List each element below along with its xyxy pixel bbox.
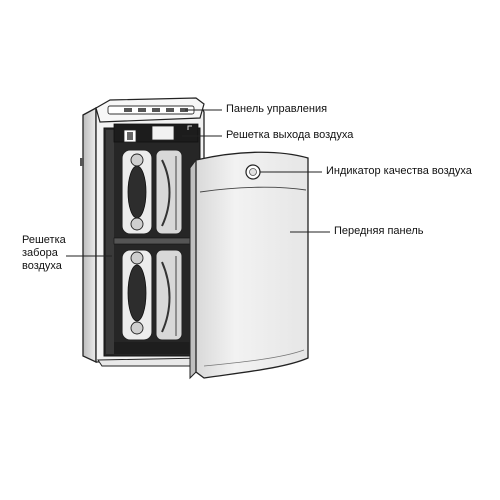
label-air-quality-indicator: Индикатор качества воздуха xyxy=(326,165,472,177)
control-button-icon xyxy=(138,108,146,112)
label-air-outlet-grille: Решетка выхода воздуха xyxy=(226,129,354,141)
control-button-icon xyxy=(180,108,188,112)
air-quality-indicator-icon xyxy=(245,164,261,180)
label-front-panel: Передняя панель xyxy=(334,225,424,237)
label-air-intake-line2: забора xyxy=(22,247,58,259)
label-control-panel: Панель управления xyxy=(226,103,328,115)
label-air-intake-grille: Решетка забора воздуха xyxy=(22,234,82,273)
leader-lines xyxy=(66,109,330,257)
label-air-intake-line1: Решетка xyxy=(22,234,66,246)
filter-compartment xyxy=(113,149,201,354)
label-air-intake-line3: воздуха xyxy=(22,260,62,272)
front-panel xyxy=(189,151,309,380)
control-panel xyxy=(95,97,205,123)
air-outlet-grille xyxy=(113,123,199,143)
control-button-icon xyxy=(166,108,174,112)
control-button-icon xyxy=(152,108,160,112)
control-button-icon xyxy=(124,108,132,112)
